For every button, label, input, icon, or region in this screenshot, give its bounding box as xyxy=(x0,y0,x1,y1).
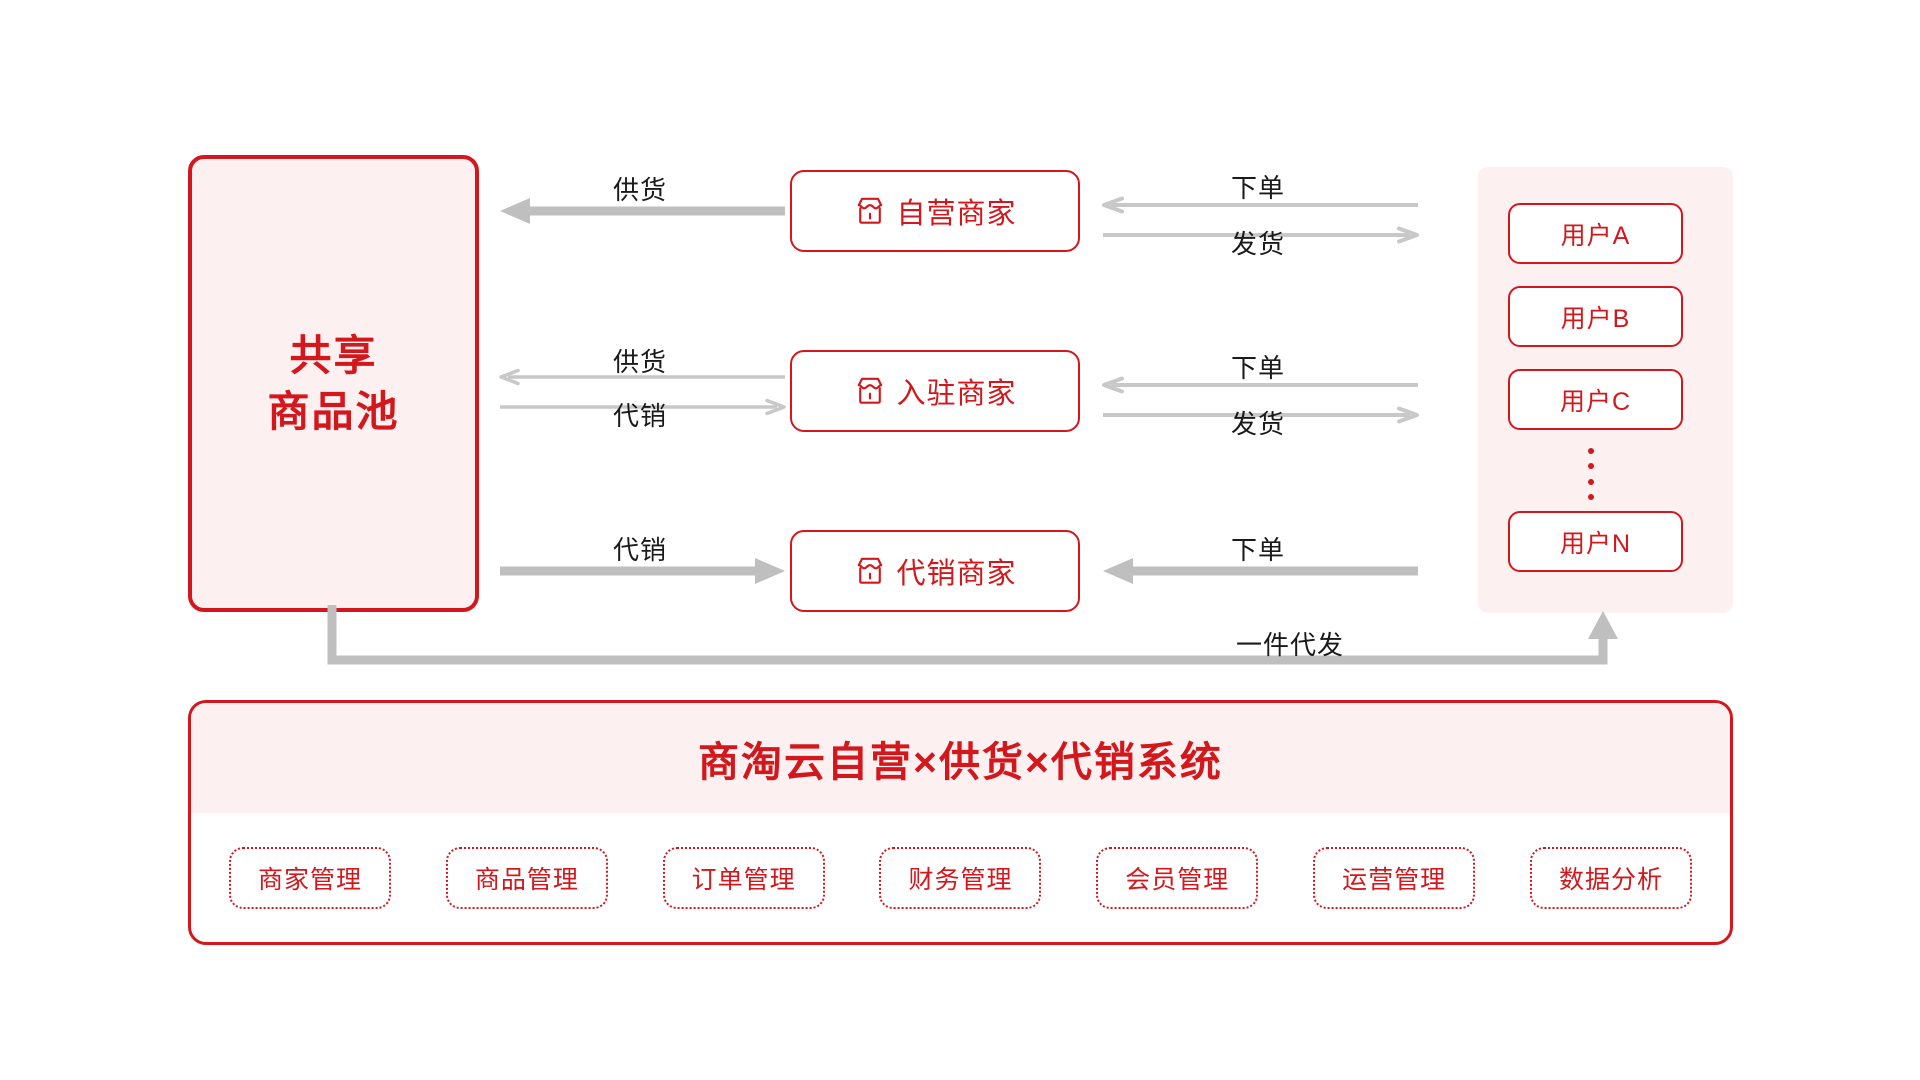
module-tag-order-management[interactable]: 订单管理 xyxy=(662,846,825,909)
system-header: 商淘云自营×供货×代销系统 xyxy=(191,703,1730,813)
user-box-a[interactable]: 用户A xyxy=(1508,203,1683,264)
arrow-label-distribution-row2: 代销 xyxy=(612,401,667,431)
arrow-order-row1 xyxy=(1102,196,1418,214)
user-label: 用户C xyxy=(1559,387,1632,416)
system-module-tags: 商家管理 商品管理 订单管理 财务管理 会员管理 运营管理 数据分析 xyxy=(191,813,1730,942)
user-box-b[interactable]: 用户B xyxy=(1508,286,1683,347)
module-tag-merchant-management[interactable]: 商家管理 xyxy=(229,846,391,909)
arrow-label-order-row3: 下单 xyxy=(1230,535,1285,565)
arrow-label-dropship: 一件代发 xyxy=(1235,630,1344,660)
arrow-label-supply-row1: 供货 xyxy=(612,175,667,205)
pool-line-1: 共享 xyxy=(289,332,378,380)
module-tag-operations-management[interactable]: 运营管理 xyxy=(1313,846,1476,909)
user-label: 用户N xyxy=(1559,529,1632,558)
arrow-shipping-row2 xyxy=(1103,406,1419,424)
arrow-label-distribution-row3: 代销 xyxy=(612,535,667,565)
arrow-label-shipping-row1: 发货 xyxy=(1230,229,1285,259)
storefront-icon xyxy=(858,197,883,224)
module-tag-finance-management[interactable]: 财务管理 xyxy=(879,846,1042,909)
module-tag-label: 运营管理 xyxy=(1342,865,1447,894)
merchant-label: 自营商家 xyxy=(896,198,1017,230)
arrow-distribution-row3 xyxy=(500,558,785,584)
module-tag-label: 订单管理 xyxy=(691,865,796,894)
merchant-box-distribution[interactable]: 代销商家 xyxy=(790,530,1080,612)
module-tag-member-management[interactable]: 会员管理 xyxy=(1096,846,1259,909)
pool-line-2: 商品池 xyxy=(267,387,400,435)
user-box-c[interactable]: 用户C xyxy=(1508,369,1683,430)
user-label: 用户B xyxy=(1560,304,1631,333)
arrow-label-order-row2: 下单 xyxy=(1230,353,1285,383)
module-tag-label: 会员管理 xyxy=(1125,865,1230,894)
module-tag-label: 财务管理 xyxy=(908,865,1013,894)
arrow-supply-row1 xyxy=(500,198,785,224)
module-tag-label: 商家管理 xyxy=(257,865,362,894)
merchant-box-resident[interactable]: 入驻商家 xyxy=(790,350,1080,432)
storefront-icon xyxy=(858,557,883,584)
user-box-n[interactable]: 用户N xyxy=(1508,511,1683,572)
arrow-order-row3 xyxy=(1103,558,1418,584)
arrow-label-order-row1: 下单 xyxy=(1230,173,1285,203)
merchant-label: 入驻商家 xyxy=(896,378,1017,410)
arrow-shipping-row1 xyxy=(1103,226,1419,244)
users-ellipsis-icon xyxy=(1587,448,1595,500)
arrow-supply-row2 xyxy=(499,368,785,386)
shared-product-pool-box: 共享 商品池 xyxy=(188,155,479,612)
arrow-dropship-connector xyxy=(327,605,1618,665)
merchant-label: 代销商家 xyxy=(896,558,1017,590)
arrow-label-supply-row2: 供货 xyxy=(612,347,667,377)
system-title: 商淘云自营×供货×代销系统 xyxy=(698,739,1223,785)
arrow-order-row2 xyxy=(1102,376,1418,394)
user-label: 用户A xyxy=(1560,221,1631,250)
module-tag-label: 数据分析 xyxy=(1558,865,1663,894)
storefront-icon xyxy=(858,377,883,404)
arrow-distribution-row2 xyxy=(500,398,786,416)
module-tag-product-management[interactable]: 商品管理 xyxy=(445,846,608,909)
module-tag-data-analysis[interactable]: 数据分析 xyxy=(1529,846,1692,909)
merchant-box-self-operated[interactable]: 自营商家 xyxy=(790,170,1080,252)
module-tag-label: 商品管理 xyxy=(474,865,579,894)
system-panel: 商淘云自营×供货×代销系统 商家管理 商品管理 订单管理 财务管理 会员管理 运… xyxy=(188,700,1733,945)
shared-product-pool-label: 共享 商品池 xyxy=(267,328,399,439)
arrow-label-shipping-row2: 发货 xyxy=(1230,409,1285,439)
